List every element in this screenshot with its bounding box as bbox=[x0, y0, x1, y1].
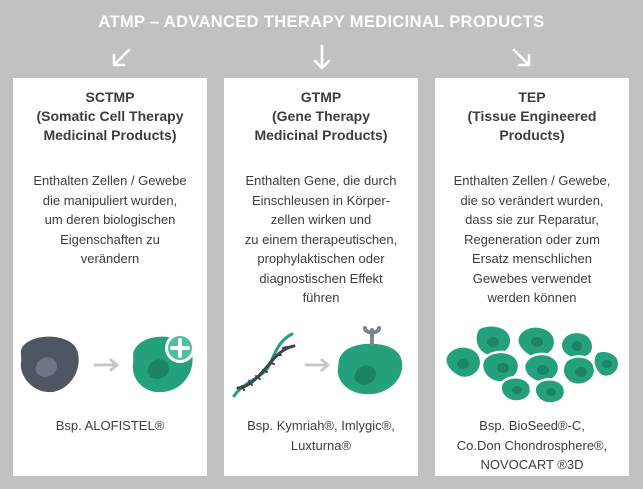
panel-description: Enthalten Zellen / Gewebe die manipulier… bbox=[33, 173, 187, 266]
panel-sctmp: SCTMP (Somatic Cell Therapy Medicinal Pr… bbox=[13, 78, 207, 476]
diagram-title: ATMP – ADVANCED THERAPY MEDICINAL PRODUC… bbox=[98, 13, 545, 31]
panel-example: Bsp. ALOFISTEL® bbox=[55, 418, 165, 433]
sctmp-illustration bbox=[20, 333, 195, 393]
arrow-right-icon bbox=[93, 358, 119, 372]
plus-badge-cell-icon bbox=[132, 333, 195, 393]
panel-example: Bsp. BioSeed®-C, Co.Don Chondrosphere®, … bbox=[456, 418, 608, 472]
panel-description: Enthalten Zellen / Gewebe, die so veränd… bbox=[453, 173, 611, 305]
panel-example: Bsp. Kymriah®, Imlygic®, Luxturna® bbox=[247, 418, 395, 453]
manipulated-cell-icon bbox=[20, 336, 79, 393]
panel-gtmp: GTMP (Gene Therapy Medicinal Products) E… bbox=[224, 78, 418, 476]
gene-receptor-cell-icon bbox=[337, 326, 403, 395]
arrow-right-icon bbox=[304, 358, 330, 372]
arrow-down-right-icon bbox=[512, 48, 531, 67]
panel-heading: GTMP (Gene Therapy Medicinal Products) bbox=[254, 89, 388, 143]
panel-heading: TEP (Tissue Engineered Products) bbox=[467, 89, 597, 143]
gtmp-illustration bbox=[232, 326, 403, 398]
tissue-cluster-icon bbox=[444, 324, 621, 404]
arrow-down-left-icon bbox=[112, 48, 131, 67]
panel-tep: TEP (Tissue Engineered Products) Enthalt… bbox=[435, 78, 629, 476]
panel-heading: SCTMP (Somatic Cell Therapy Medicinal Pr… bbox=[36, 89, 184, 143]
arrow-down-icon bbox=[313, 44, 331, 70]
dna-icon bbox=[232, 332, 296, 398]
panel-description: Enthalten Gene, die durch Einschleusen i… bbox=[244, 173, 398, 305]
